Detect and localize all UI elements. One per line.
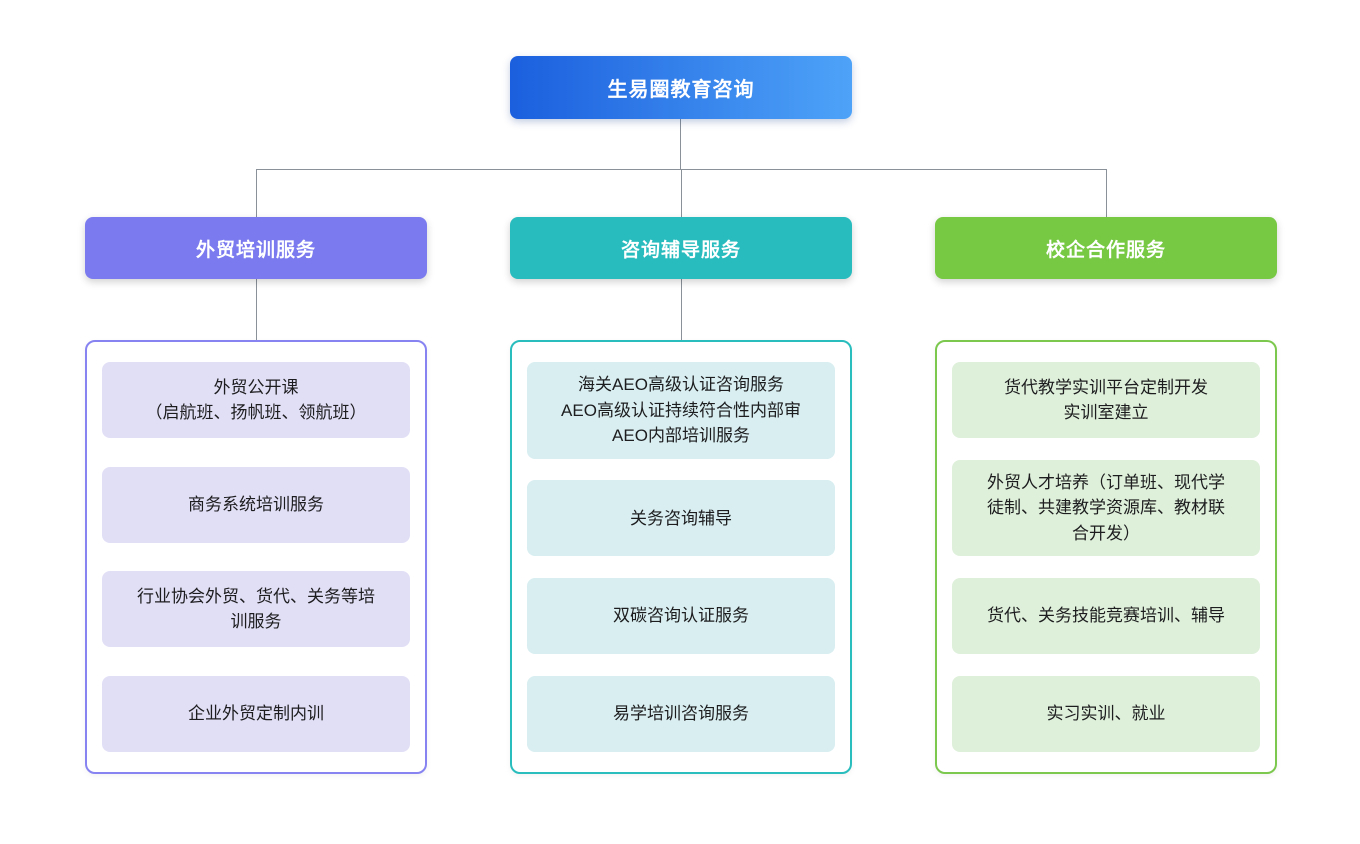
service-item: 货代、关务技能竞赛培训、辅导 — [952, 578, 1260, 655]
branch-header-consulting-coaching: 咨询辅导服务 — [510, 217, 852, 279]
branch-body-school-enterprise-cooperation: 货代教学实训平台定制开发实训室建立外贸人才培养（订单班、现代学徒制、共建教学资源… — [935, 340, 1277, 774]
service-item: 行业协会外贸、货代、关务等培训服务 — [102, 571, 410, 648]
service-item: 外贸公开课（启航班、扬帆班、领航班） — [102, 362, 410, 438]
service-item: 货代教学实训平台定制开发实训室建立 — [952, 362, 1260, 438]
connector-root-vertical — [680, 119, 681, 169]
service-item: 外贸人才培养（订单班、现代学徒制、共建教学资源库、教材联合开发） — [952, 459, 1260, 557]
service-item: 企业外贸定制内训 — [102, 675, 410, 752]
branch-header-foreign-trade-training: 外贸培训服务 — [85, 217, 427, 279]
branch-body-foreign-trade-training: 外贸公开课（启航班、扬帆班、领航班） 商务系统培训服务行业协会外贸、货代、关务等培… — [85, 340, 427, 774]
branch-header-school-enterprise-cooperation: 校企合作服务 — [935, 217, 1277, 279]
service-item: 易学培训咨询服务 — [527, 675, 835, 752]
connector-branch1-drop — [256, 169, 257, 217]
service-item: 实习实训、就业 — [952, 675, 1260, 752]
service-item: 双碳咨询认证服务 — [527, 578, 835, 655]
service-item: 关务咨询辅导 — [527, 480, 835, 557]
connector-branch2-drop — [681, 169, 682, 217]
root-node: 生易圈教育咨询 — [510, 56, 852, 119]
service-item: 商务系统培训服务 — [102, 466, 410, 543]
connector-branch2-body — [681, 279, 682, 340]
connector-branch3-drop — [1106, 169, 1107, 217]
connector-branch1-body — [256, 279, 257, 340]
